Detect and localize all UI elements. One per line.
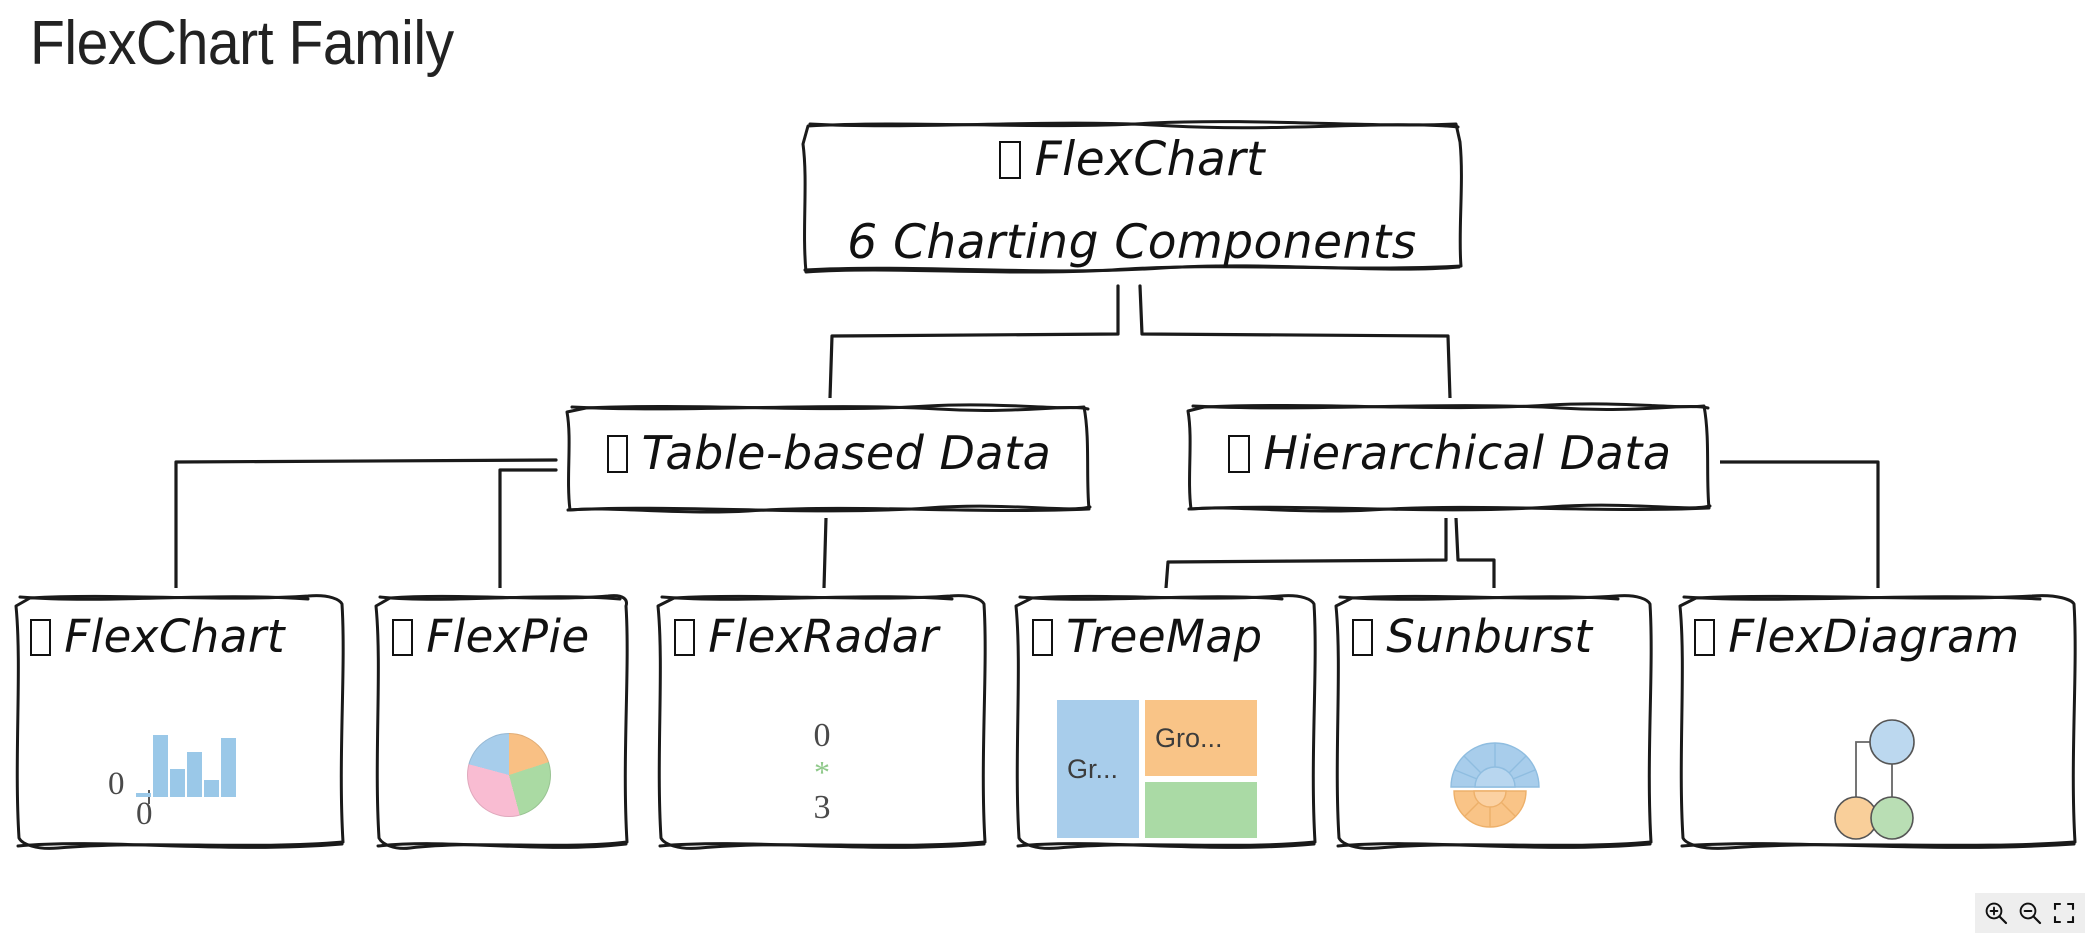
bar	[136, 793, 151, 797]
zoom-out-icon[interactable]	[2015, 898, 2045, 928]
mini-bar-chart: 0 0	[108, 718, 268, 832]
hierarchical-data-label: Hierarchical Data	[1180, 426, 1720, 480]
leaf-label-flexpie: FlexPie	[370, 610, 635, 663]
root-subtitle: 6 Charting Components	[847, 215, 1417, 270]
missing-glyph-box-icon	[1032, 619, 1053, 657]
connector-hier-to-treemap	[1164, 516, 1448, 590]
node-table-based-data[interactable]: Table-based Data	[558, 398, 1100, 518]
table-based-data-label: Table-based Data	[558, 426, 1100, 480]
connector-table-to-flexchart	[174, 458, 558, 590]
treemap-cell: Gr...	[1057, 700, 1139, 838]
missing-glyph-box-icon	[30, 619, 51, 657]
mini-node-diagram	[1830, 710, 1970, 840]
bar-chart-axis-tick	[148, 790, 150, 804]
zoom-in-icon[interactable]	[1981, 898, 2011, 928]
leaf-label-flexradar: FlexRadar	[652, 610, 994, 663]
missing-glyph-box-icon	[392, 619, 413, 657]
page-title: FlexChart Family	[30, 9, 454, 78]
connector-hier-to-sunburst	[1454, 516, 1496, 590]
missing-glyph-box-icon	[1352, 619, 1373, 657]
bar-chart-x-label: 0	[136, 796, 153, 832]
sunburst-upper	[1450, 742, 1540, 788]
leaf-label-sunburst: Sunburst	[1330, 610, 1660, 663]
leaf-label-treemap: TreeMap	[1010, 610, 1322, 663]
node-leaf-flexpie[interactable]: FlexPie	[370, 588, 635, 860]
connector-table-to-flexpie	[498, 468, 558, 590]
root-title: FlexChart	[792, 132, 1472, 187]
bar	[170, 769, 185, 797]
radar-line-3: 3	[813, 789, 831, 826]
connector-root-to-hier	[1138, 284, 1452, 400]
mini-pie-chart	[467, 733, 551, 817]
fit-to-screen-icon[interactable]	[2049, 898, 2079, 928]
treemap-cell: Gro...	[1145, 700, 1257, 776]
bar	[187, 752, 202, 797]
diagram-node-bottom-right	[1870, 796, 1914, 840]
mini-radar-placeholder: 0 * 3	[782, 718, 862, 838]
bar-chart-y-label: 0	[108, 766, 125, 802]
bar	[221, 738, 236, 797]
bar	[204, 779, 219, 797]
node-flexchart-root[interactable]: FlexChart 6 Charting Components	[792, 112, 1472, 284]
bar-chart-bars	[136, 735, 236, 797]
connector-table-to-flexradar	[822, 516, 828, 590]
bar	[153, 735, 168, 797]
radar-line-2: *	[814, 754, 830, 790]
diagram-node-top	[1869, 719, 1915, 765]
missing-glyph-box-icon	[1694, 619, 1715, 657]
sunburst-lower	[1453, 790, 1527, 828]
connector-root-to-table	[828, 284, 1120, 400]
zoom-controls	[1975, 893, 2085, 933]
treemap-cell	[1145, 782, 1257, 838]
connector-hier-to-flexdiagram	[1718, 460, 1880, 590]
mini-sunburst-chart	[1440, 735, 1550, 835]
missing-glyph-box-icon	[1228, 435, 1250, 474]
leaf-label-flexdiagram: FlexDiagram	[1672, 610, 2084, 663]
mini-treemap: Gr... Gro...	[1057, 700, 1257, 838]
pie-slices	[467, 733, 551, 817]
leaf-label-flexchart: FlexChart	[8, 610, 352, 663]
missing-glyph-box-icon	[606, 435, 628, 474]
missing-glyph-box-icon	[998, 140, 1021, 180]
missing-glyph-box-icon	[674, 619, 695, 657]
node-hierarchical-data[interactable]: Hierarchical Data	[1180, 398, 1720, 518]
radar-line-1: 0	[813, 717, 831, 754]
